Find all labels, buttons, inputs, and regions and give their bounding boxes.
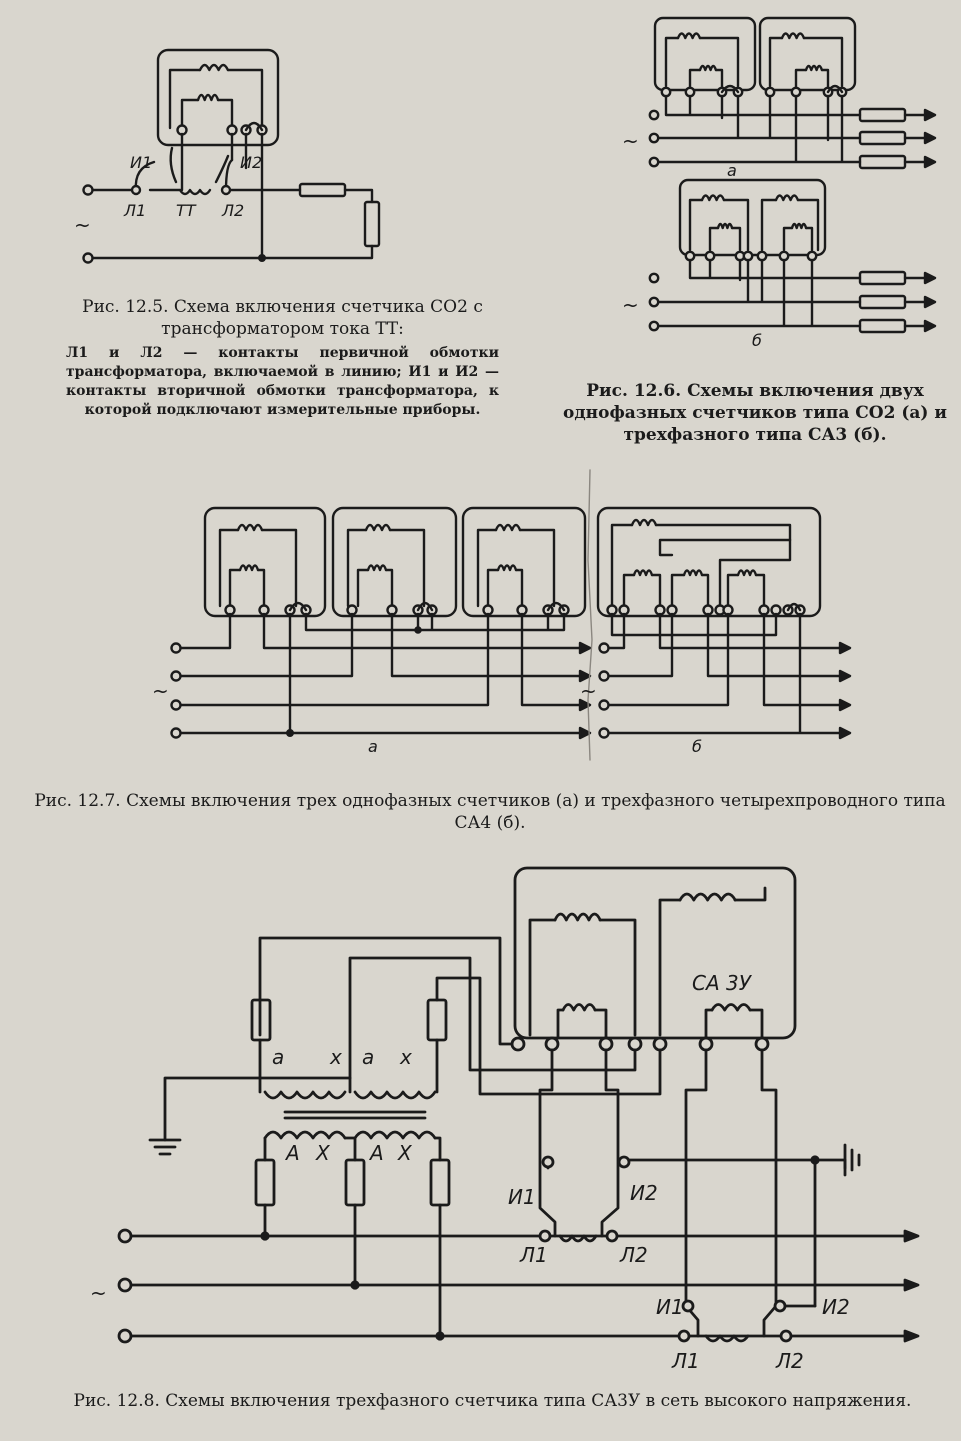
fig5-tt-label: ТТ (176, 201, 197, 220)
voltage-coil (198, 63, 230, 72)
fig8-vt1-a-label: а (272, 1045, 284, 1069)
tt-primary (148, 188, 212, 196)
fig7-a-label: а (368, 737, 378, 756)
fig8-ct1-l1-label: Л1 (519, 1243, 548, 1267)
fig8-ct1-i2-label: И2 (630, 1181, 658, 1205)
fig6a-ac-symbol: ~ (622, 129, 639, 153)
fig8-vt1-x-label: х (329, 1045, 342, 1069)
meter-leads (180, 132, 264, 260)
fig8-ac-symbol: ~ (90, 1281, 107, 1305)
fig8-ct1-l2-label: Л2 (619, 1243, 648, 1267)
fig-12-8-caption: Рис. 12.8. Схемы включения трехфазного с… (73, 1391, 912, 1411)
fig8-ct2-l1-label: Л1 (671, 1349, 700, 1373)
page-crease (587, 469, 593, 761)
load-resistor (363, 200, 381, 248)
fig8-vt2-X-label: Х (397, 1141, 413, 1165)
fig8-ct1-i1-label: И1 (508, 1185, 536, 1209)
fig-12-5-title: Рис. 12.5. Схема включения счетчика СО2 … (82, 297, 483, 339)
fig7a-ac-symbol: ~ (152, 679, 169, 703)
fig-12-5-caption: Рис. 12.5. Схема включения счетчика СО2 … (60, 296, 505, 420)
fig5-l2-label: Л2 (221, 201, 244, 220)
current-coil-wiring (180, 98, 234, 130)
fig-12-7-caption: Рис. 12.7. Схемы включения трех однофазн… (34, 791, 946, 833)
terminal-jumper (244, 121, 264, 132)
fig-12-6b-diagram (648, 178, 937, 334)
fig-12-6a-diagram (648, 16, 937, 170)
fig-12-5-diagram (82, 48, 381, 264)
fig-12-8-diagram (117, 866, 920, 1344)
fig-12-7a-diagram (170, 506, 592, 740)
fig5-ac-symbol: ~ (74, 213, 91, 237)
fig7b-ac-symbol: ~ (580, 679, 597, 703)
fig6-a-label: а (727, 161, 737, 180)
fig-12-5-description: Л1 и Л2 — контакты первичной обмотки тра… (66, 345, 499, 418)
meter-housing (156, 48, 280, 147)
line-terminals (82, 184, 232, 264)
fig8-ct2-i2-label: И2 (822, 1295, 850, 1319)
ca3u-meter-housing (513, 866, 797, 1040)
fig8-meter-label: СА 3У (692, 971, 753, 995)
fuse (298, 182, 347, 198)
voltage-coil-wiring (168, 68, 264, 130)
fig8-vt2-a-label: а (362, 1045, 374, 1069)
fig8-ct2-l2-label: Л2 (775, 1349, 804, 1373)
fig5-i1-label: И1 (130, 153, 152, 172)
fig8-vt2-x-label: х (399, 1045, 412, 1069)
fig8-ct2-i1-label: И1 (656, 1295, 684, 1319)
fig6b-ac-symbol: ~ (622, 293, 639, 317)
fig8-vt1-A-label: А (284, 1141, 300, 1165)
fig7-b-label: б (692, 737, 702, 756)
fig8-vt2-A-label: А (368, 1141, 384, 1165)
meter-terminals (176, 124, 268, 136)
junction-dot (258, 253, 267, 262)
fig5-i2-label: И2 (240, 153, 262, 172)
current-coil (196, 93, 220, 102)
fig-12-6-caption: Рис. 12.6. Схемы включения двух однофазн… (563, 381, 947, 445)
line-wires (86, 188, 374, 260)
tt-secondary (169, 146, 230, 184)
fig-12-7b-diagram (596, 506, 852, 740)
fig6-b-label: б (752, 331, 762, 350)
fig5-l1-label: Л1 (123, 201, 146, 220)
fig8-vt1-X-label: Х (315, 1141, 331, 1165)
